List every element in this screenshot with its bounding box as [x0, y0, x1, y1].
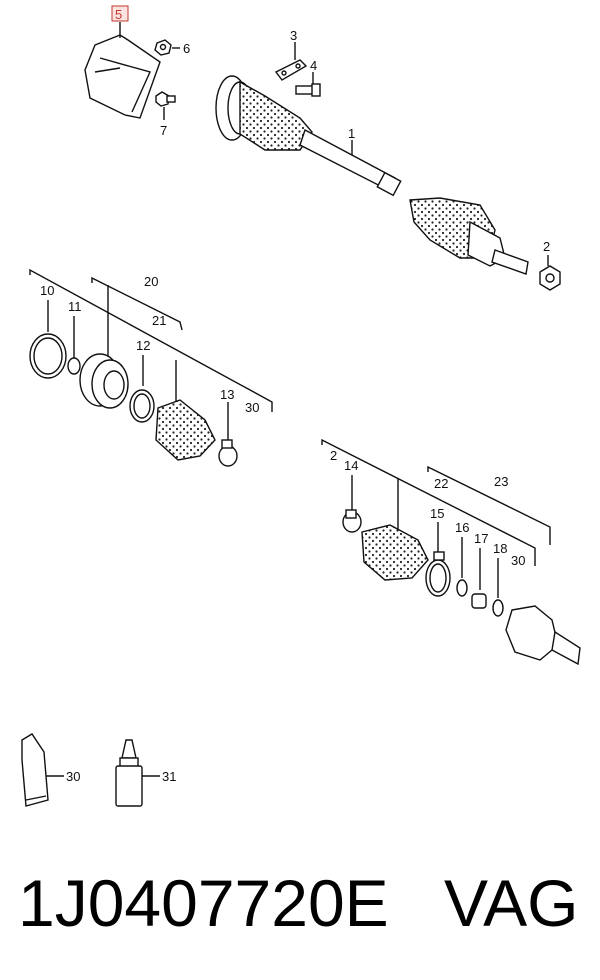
callout-16[interactable]: 16 — [455, 520, 469, 535]
callout-3[interactable]: 3 — [290, 28, 297, 43]
brand-name: VAG — [444, 866, 579, 940]
callout-10[interactable]: 10 — [40, 283, 54, 298]
callout-23[interactable]: 23 — [494, 474, 508, 489]
circlip-part — [67, 357, 81, 375]
exploded-parts-diagram: 5 6 7 3 4 — [21, 5, 581, 807]
callout-7[interactable]: 7 — [160, 123, 167, 138]
callout-21[interactable]: 21 — [152, 313, 166, 328]
callout-box-highlight — [111, 5, 129, 22]
cv-joint-housing-part — [79, 353, 129, 409]
lock-plate-part — [274, 59, 308, 81]
spacer-part — [471, 593, 487, 609]
callout-6[interactable]: 6 — [183, 41, 190, 56]
nut-part — [154, 39, 172, 56]
callout-30-c[interactable]: 30 — [66, 769, 80, 784]
drive-shaft-assembly — [215, 75, 529, 275]
small-clamp-part — [218, 439, 238, 467]
bolt-4-part — [295, 83, 321, 97]
callout-14[interactable]: 14 — [344, 458, 358, 473]
callout-15[interactable]: 15 — [430, 506, 444, 521]
footer-caption: 1J0407720E VAG — [0, 858, 600, 968]
callout-22[interactable]: 22 — [434, 476, 448, 491]
callout-5[interactable]: 5 — [115, 7, 122, 22]
callout-31[interactable]: 31 — [162, 769, 176, 784]
callout-18[interactable]: 18 — [493, 541, 507, 556]
hex-nut-part — [539, 265, 561, 291]
group-brackets-outer — [321, 438, 551, 566]
callout-17[interactable]: 17 — [474, 531, 488, 546]
part-number: 1J0407720E — [18, 866, 389, 940]
outer-boot-part — [361, 524, 429, 581]
circlip-18-part — [492, 599, 504, 617]
boot-part — [155, 399, 216, 461]
callout-1[interactable]: 1 — [348, 126, 355, 141]
ring-16-part — [456, 579, 468, 597]
callout-2[interactable]: 2 — [543, 239, 550, 254]
callout-4[interactable]: 4 — [310, 58, 317, 73]
callout-12[interactable]: 12 — [136, 338, 150, 353]
group-brackets-inner — [29, 268, 273, 412]
clamp-part — [129, 389, 155, 423]
seal-ring-part — [29, 333, 67, 379]
sealant-bottle-part — [115, 739, 143, 807]
callout-30-a[interactable]: 30 — [245, 400, 259, 415]
callout-13[interactable]: 13 — [220, 387, 234, 402]
large-clamp-part — [425, 551, 451, 597]
callout-11[interactable]: 11 — [68, 299, 82, 314]
clamp-14-part — [342, 509, 362, 533]
callout-30-b[interactable]: 30 — [511, 553, 525, 568]
bolt-part — [155, 91, 176, 107]
callout-2-b[interactable]: 2 — [330, 448, 337, 463]
callout-20[interactable]: 20 — [144, 274, 158, 289]
grease-tube-part — [21, 733, 49, 807]
outer-cv-joint-part — [505, 605, 581, 666]
heat-shield-part — [84, 34, 161, 119]
